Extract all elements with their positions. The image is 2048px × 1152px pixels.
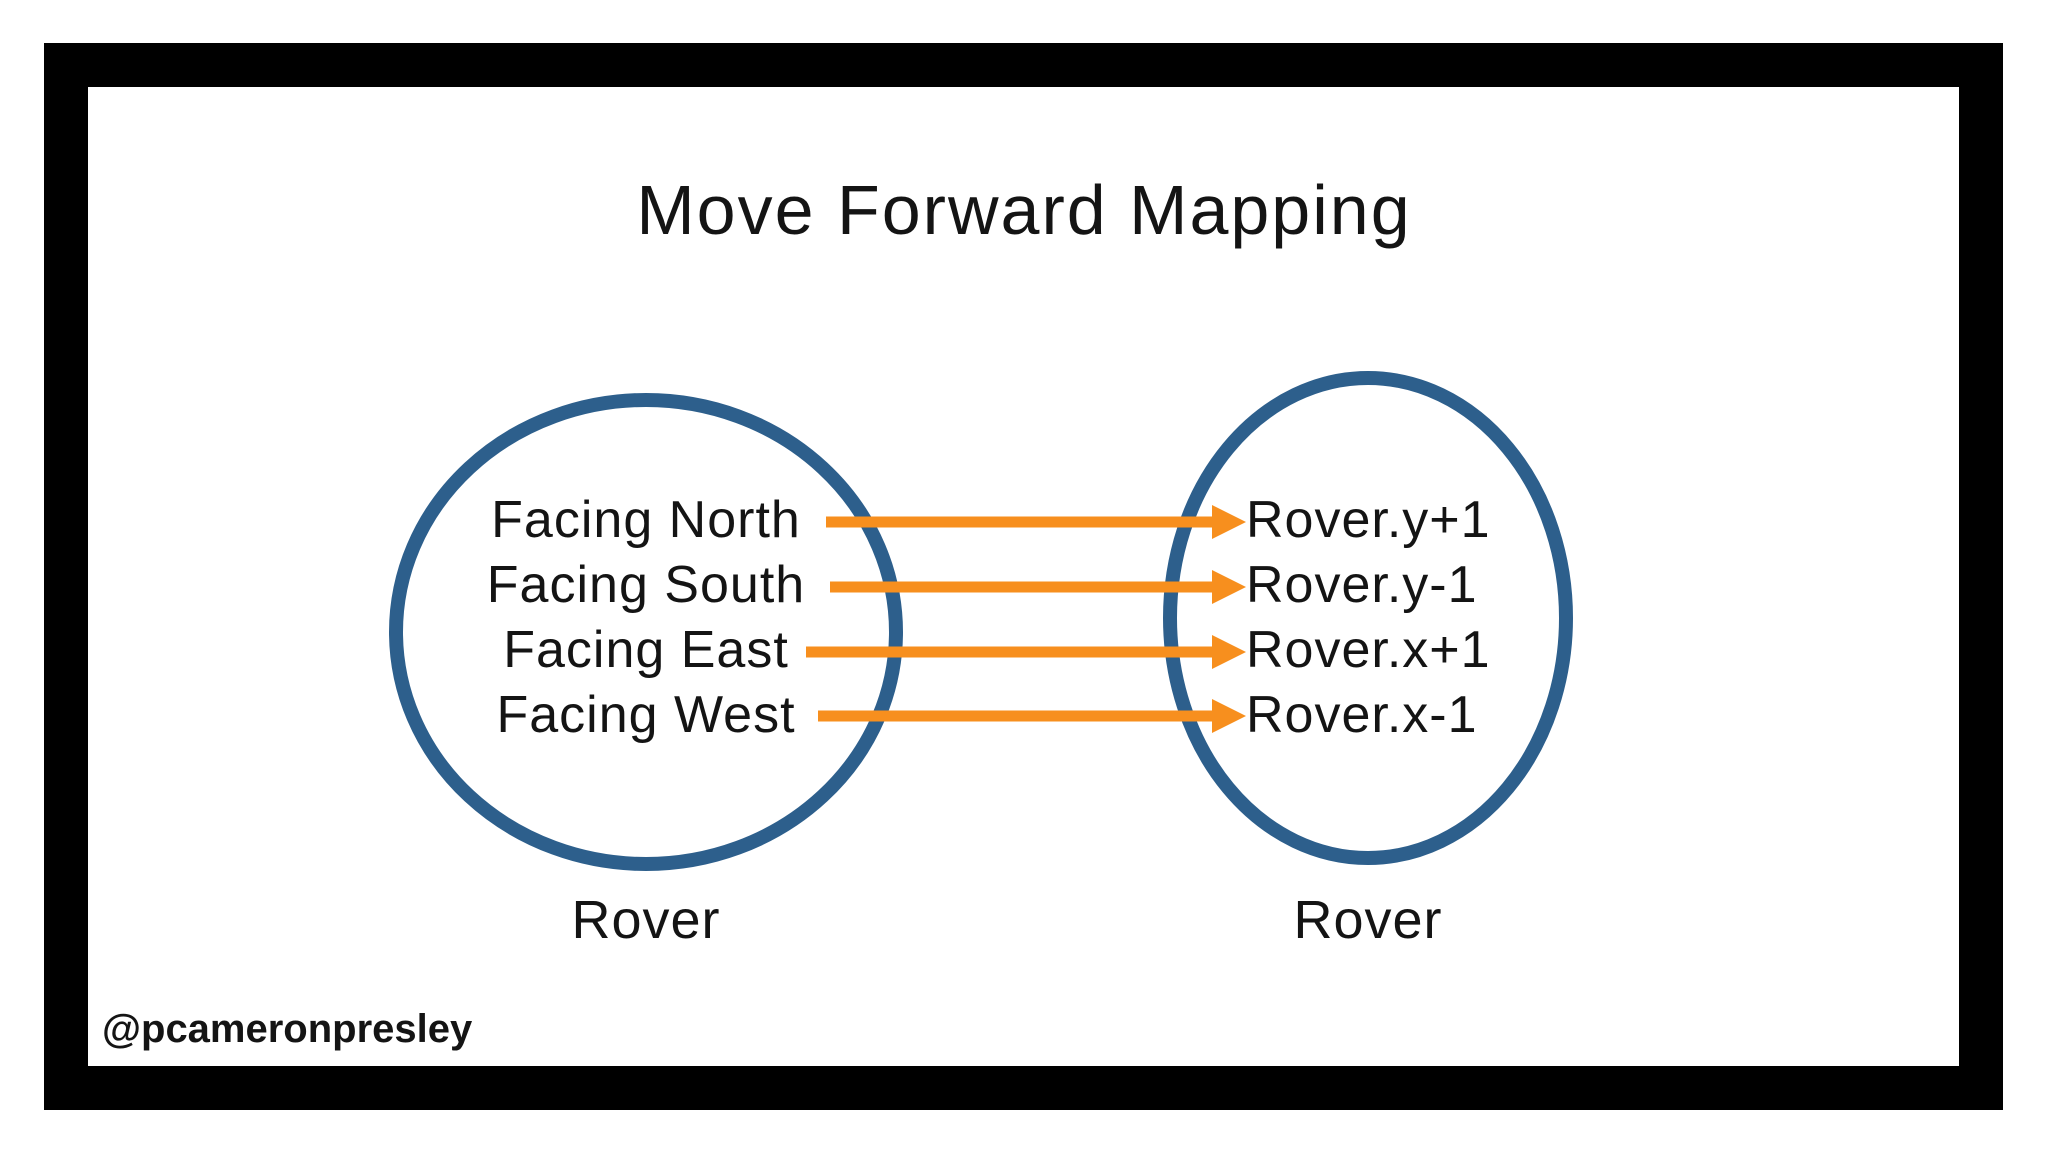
left-set-item: Facing South xyxy=(486,556,806,614)
mapping-arrow xyxy=(830,570,1246,604)
left-set-label: Rover xyxy=(571,890,721,950)
mapping-arrow xyxy=(818,699,1246,733)
left-set-ellipse xyxy=(389,393,903,871)
credit-handle: @pcameronpresley xyxy=(102,1007,473,1051)
arrow-head-icon xyxy=(1212,635,1246,669)
right-set-item: Rover.x+1 xyxy=(1246,621,1491,679)
left-set-item: Facing East xyxy=(503,621,789,679)
page-title: Move Forward Mapping xyxy=(636,171,1412,249)
right-set-item: Rover.y-1 xyxy=(1246,556,1478,614)
right-set-ellipse xyxy=(1163,371,1573,865)
left-set-item: Facing North xyxy=(491,491,801,549)
right-set-item: Rover.y+1 xyxy=(1246,491,1491,549)
mapping-arrow xyxy=(806,635,1246,669)
left-set-item: Facing West xyxy=(496,686,796,744)
mapping-arrow xyxy=(826,505,1246,539)
slide-frame xyxy=(44,43,2003,1110)
right-set-label: Rover xyxy=(1293,890,1443,950)
arrow-head-icon xyxy=(1212,699,1246,733)
arrow-head-icon xyxy=(1212,505,1246,539)
arrow-head-icon xyxy=(1212,570,1246,604)
right-set-item: Rover.x-1 xyxy=(1246,686,1478,744)
